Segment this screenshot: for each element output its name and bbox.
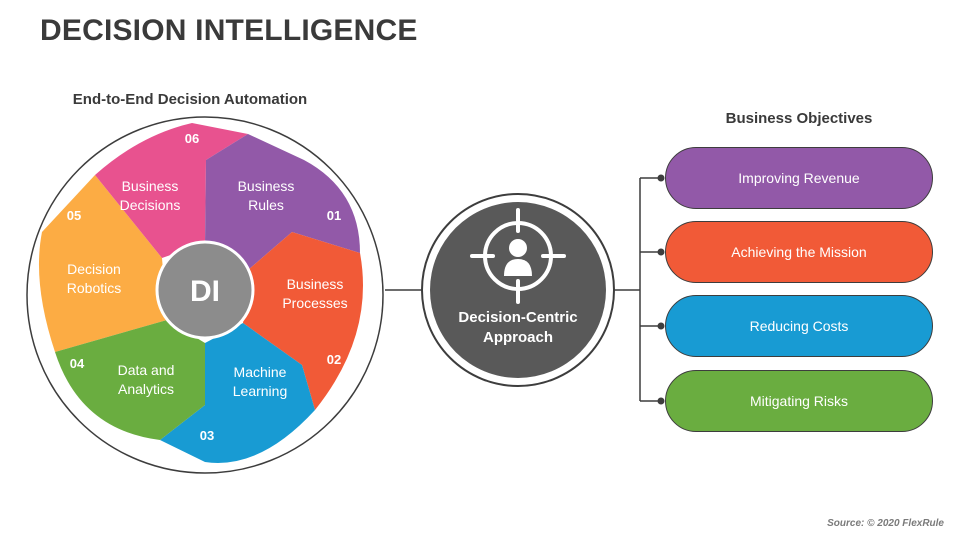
wheel-heading: End-to-End Decision Automation — [72, 91, 308, 108]
hub-title: Decision-Centric — [458, 309, 577, 326]
segment-number: 02 — [327, 352, 341, 367]
segment-number: 04 — [70, 356, 85, 371]
segment-machine-learning — [160, 323, 315, 463]
page-title: DECISION INTELLIGENCE — [40, 14, 418, 47]
segment-label: Learning — [233, 383, 288, 399]
segment-label: Robotics — [67, 280, 121, 296]
objective-reducing-costs: Reducing Costs — [665, 295, 933, 357]
source-note: Source: © 2020 FlexRule — [827, 518, 944, 529]
segment-business-processes — [243, 232, 363, 410]
segment-label: Business — [287, 276, 344, 292]
di-center-label: DI — [190, 275, 220, 308]
segment-business-decisions — [95, 123, 248, 258]
bracket-dot — [657, 322, 665, 330]
segment-label: Data and — [118, 362, 175, 378]
segment-label: Machine — [234, 364, 287, 380]
segment-business-rules — [205, 134, 360, 270]
wheel-outer-ring — [26, 116, 384, 474]
bracket-dot — [657, 397, 665, 405]
segment-label: Rules — [248, 197, 284, 213]
segment-number: 06 — [185, 131, 199, 146]
segment-label: Business — [238, 178, 295, 194]
target-user-icon — [470, 208, 566, 304]
bracket-dot — [657, 248, 665, 256]
objective-achieving-mission: Achieving the Mission — [665, 221, 933, 283]
segment-label: Decisions — [120, 197, 181, 213]
objective-improving-revenue: Improving Revenue — [665, 147, 933, 209]
segment-decision-robotics — [38, 175, 167, 352]
objective-label: Improving Revenue — [738, 170, 860, 186]
segment-number: 01 — [327, 208, 341, 223]
objective-label: Mitigating Risks — [749, 393, 849, 409]
segment-label: Business — [122, 178, 179, 194]
segment-label: Decision — [67, 261, 121, 277]
di-center-circle — [155, 240, 255, 340]
segment-data-analytics — [55, 320, 205, 440]
segment-label: Processes — [282, 295, 347, 311]
objective-label: Achieving the Mission — [731, 244, 867, 260]
objectives-heading: Business Objectives — [725, 110, 873, 127]
hub-title: Approach — [483, 329, 553, 346]
objective-label: Reducing Costs — [749, 318, 849, 334]
bracket-dot — [657, 174, 665, 182]
segment-number: 05 — [67, 208, 81, 223]
objective-mitigating-risks: Mitigating Risks — [665, 370, 933, 432]
segment-label: Analytics — [118, 381, 174, 397]
segment-number: 03 — [200, 428, 214, 443]
